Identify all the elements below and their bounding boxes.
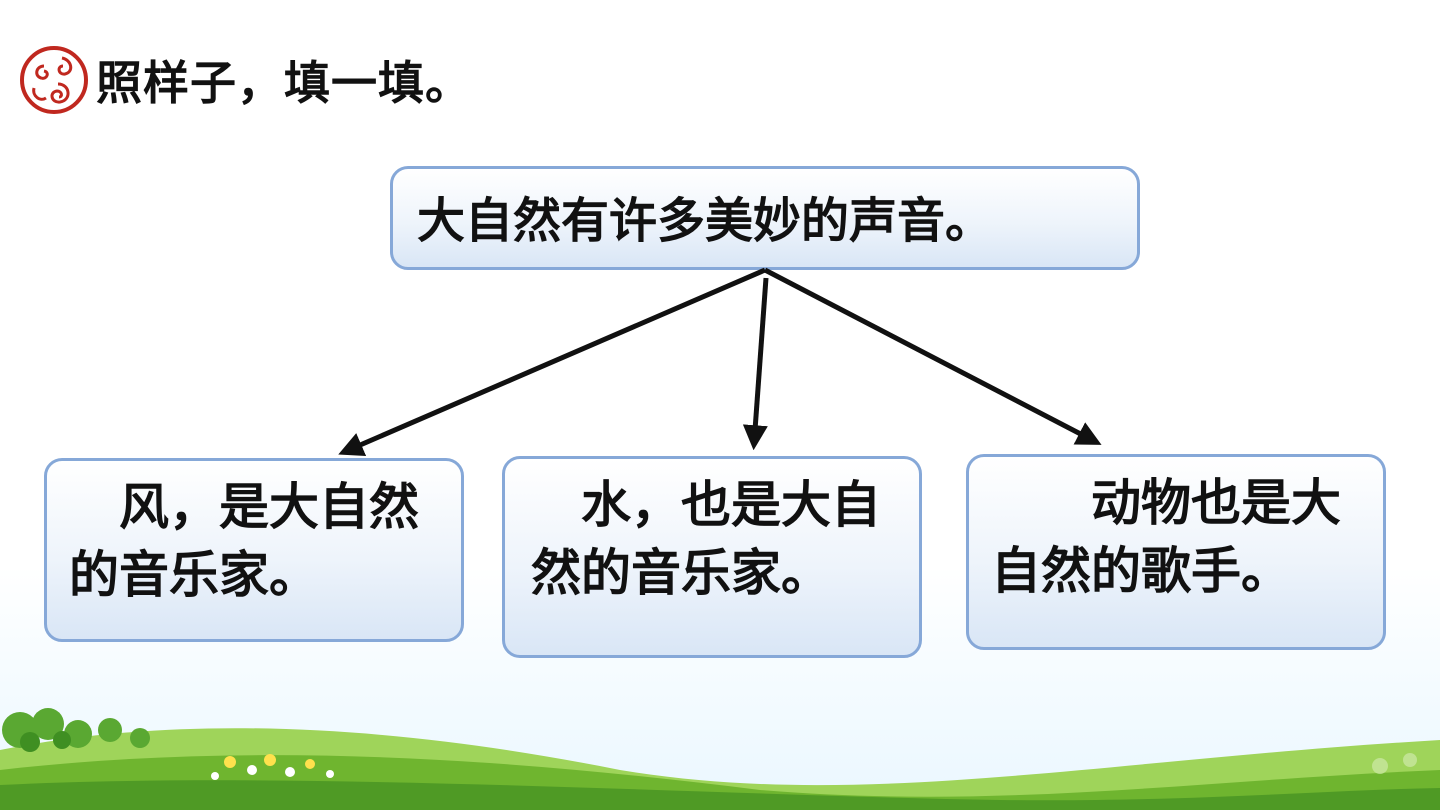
page-title: 照样子，填一填。	[96, 56, 472, 110]
arrow-middle	[742, 277, 769, 451]
flowers	[211, 754, 334, 780]
root-text: 大自然有许多美妙的声音。	[417, 193, 994, 249]
child-box-animals: 动物也是大自然的歌手。	[966, 454, 1386, 650]
spiral-icon	[20, 46, 88, 114]
child-box-wind: 风，是大自然的音乐家。	[44, 458, 464, 642]
grass-landscape	[0, 708, 1440, 810]
child-text-animals: 动物也是大自然的歌手。	[991, 474, 1341, 600]
tree-cluster-left	[2, 708, 150, 748]
child-text-wind: 风，是大自然的音乐家。	[69, 478, 419, 604]
arrow-right	[763, 267, 1102, 445]
child-text-water: 水，也是大自然的音乐家。	[531, 476, 881, 602]
heading: 照样子，填一填。	[18, 40, 472, 120]
child-box-water: 水，也是大自然的音乐家。	[502, 456, 922, 658]
root-box: 大自然有许多美妙的声音。	[390, 166, 1140, 270]
arrow-left	[338, 267, 766, 457]
